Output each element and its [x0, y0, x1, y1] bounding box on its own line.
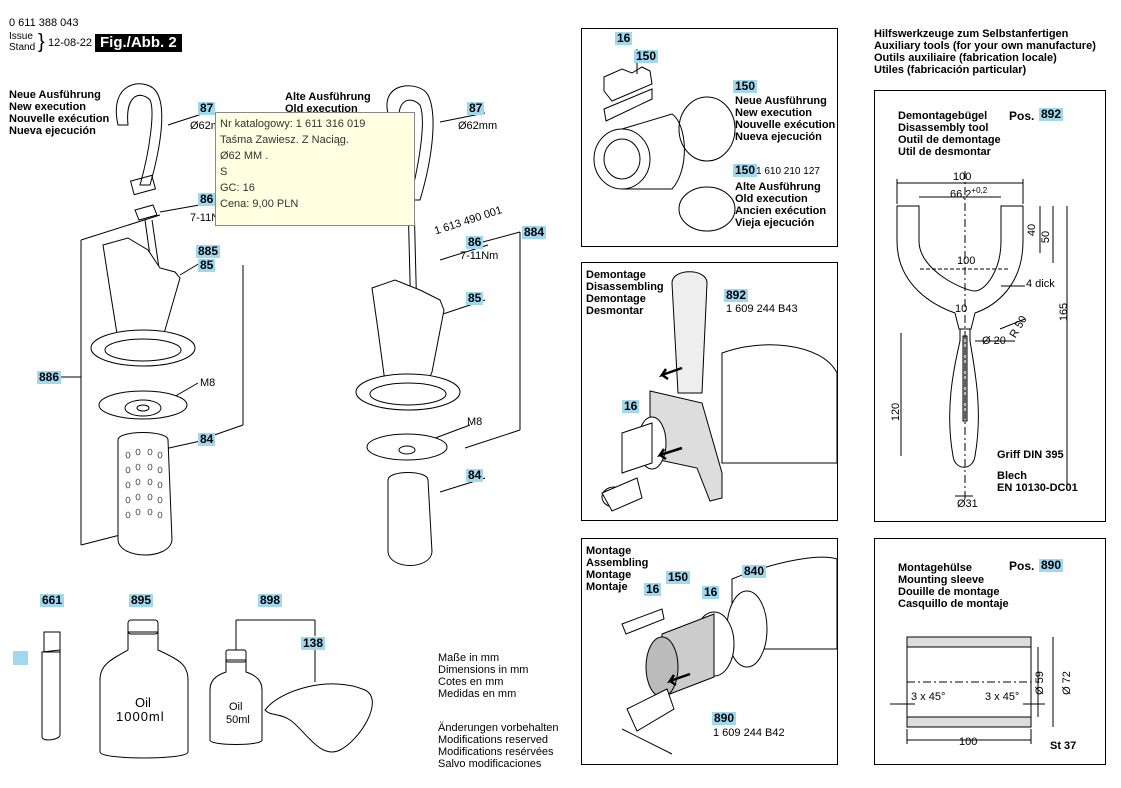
tool-892-drawing — [896, 171, 1068, 501]
dia-59: Ø 59 — [1033, 671, 1046, 695]
thread-m8-old: M8 — [467, 416, 483, 428]
brace: } — [38, 31, 45, 53]
dim-100-top: 100 — [953, 171, 972, 183]
tool-892-pos-label: Pos. — [1009, 109, 1035, 123]
part-661[interactable]: 661 — [40, 593, 65, 607]
part-86-new[interactable]: 86 — [198, 192, 216, 206]
part-884[interactable]: 884 — [522, 225, 547, 239]
dia-62-old: Ø62mm — [458, 120, 498, 132]
part-84-old[interactable]: 84 — [466, 468, 484, 482]
grip-din: Griff DIN 395 — [997, 449, 1064, 461]
circlip-drawing — [593, 49, 736, 232]
doc-number: 0 611 388 043 — [9, 17, 79, 29]
part-898[interactable]: 898 — [258, 593, 283, 607]
dim-120: 120 — [890, 402, 903, 422]
part-16-mont-b[interactable]: 16 — [702, 585, 720, 599]
tool-890-pos[interactable]: 890 — [1039, 558, 1064, 572]
tooltip-name: Taśma Zawiesz. Z Naciąg. — [220, 134, 349, 146]
part-150-ring-b[interactable]: 150 — [733, 79, 758, 93]
torque-old: 7-11Nm — [460, 250, 499, 262]
tooltip-catalog: Nr katalogowy: 1 611 316 019 — [220, 118, 366, 130]
sleeve-length: 100 — [959, 736, 978, 748]
part-87-new[interactable]: 87 — [198, 101, 216, 115]
oil-small-volume: 50ml — [226, 714, 250, 726]
part-886[interactable]: 886 — [37, 370, 62, 384]
issue-label: Issue — [9, 31, 33, 42]
oil-large-label: Oil — [135, 695, 151, 710]
disassembly-drawing — [601, 271, 837, 512]
part-b43: 1 609 244 B43 — [726, 303, 798, 315]
stand-label: Stand — [9, 42, 36, 53]
tool-890-pos-label: Pos. — [1009, 559, 1035, 573]
part-1610: 1 610 210 127 — [756, 166, 820, 177]
tooltip-price: Cena: 9,00 PLN — [220, 198, 299, 210]
thickness: 4 dick — [1026, 278, 1055, 290]
part-87-old[interactable]: 87 — [467, 101, 485, 115]
part-892-dis[interactable]: 892 — [724, 288, 749, 302]
sleeve-material: St 37 — [1050, 740, 1077, 752]
dim-165: 165 — [1058, 302, 1071, 322]
dia-31: Ø31 — [957, 498, 978, 510]
tool-892-pos[interactable]: 892 — [1039, 107, 1064, 121]
tool-890-drawing — [890, 636, 1054, 744]
chamfer-right: 3 x 45° — [985, 691, 1020, 703]
oil-large-volume: 1000ml — [116, 709, 165, 724]
oil-small-label: Oil — [229, 701, 243, 713]
dim-100-inner: 100 — [957, 255, 976, 267]
tooltip-size: Ø62 MM . — [220, 150, 269, 162]
dim-40: 40 — [1026, 223, 1039, 237]
chamfer-left: 3 x 45° — [911, 691, 946, 703]
part-150-ring-c[interactable]: 150 — [733, 163, 758, 177]
part-16-mont-a[interactable]: 16 — [644, 582, 662, 596]
dim-50: 50 — [1040, 230, 1053, 244]
part-840[interactable]: 840 — [742, 564, 767, 578]
part-86-old[interactable]: 86 — [466, 235, 484, 249]
part-138[interactable]: 138 — [301, 636, 326, 650]
color-marker — [13, 651, 28, 665]
part-85-old[interactable]: 85 — [466, 291, 484, 305]
dim-10: 10 — [955, 303, 968, 315]
assembly-drawing — [621, 556, 837, 755]
figure-title: Fig./Abb. 2 — [95, 34, 182, 52]
dia-72: Ø 72 — [1060, 671, 1073, 695]
dim-66: 66,2+0,2 — [950, 186, 988, 201]
part-885[interactable]: 885 — [196, 244, 221, 258]
part-150-mont[interactable]: 150 — [666, 570, 691, 584]
part-150-ring-a[interactable]: 150 — [634, 49, 659, 63]
part-b42: 1 609 244 B42 — [713, 727, 785, 739]
part-895[interactable]: 895 — [129, 593, 154, 607]
part-16-dis[interactable]: 16 — [622, 399, 640, 413]
part-85-new[interactable]: 85 — [198, 258, 216, 272]
part-890-mont[interactable]: 890 — [712, 711, 737, 725]
issue-date: 12-08-22 — [48, 37, 93, 49]
part-84-new[interactable]: 84 — [198, 432, 216, 446]
thread-m8-new: M8 — [200, 377, 216, 389]
dia-20: Ø 20 — [982, 335, 1006, 347]
tooltip-gc: GC: 16 — [220, 182, 255, 194]
part-tooltip: Nr katalogowy: 1 611 316 019 Taśma Zawie… — [215, 112, 415, 226]
tooltip-s: S — [220, 166, 228, 178]
part-16-ring[interactable]: 16 — [615, 31, 633, 45]
